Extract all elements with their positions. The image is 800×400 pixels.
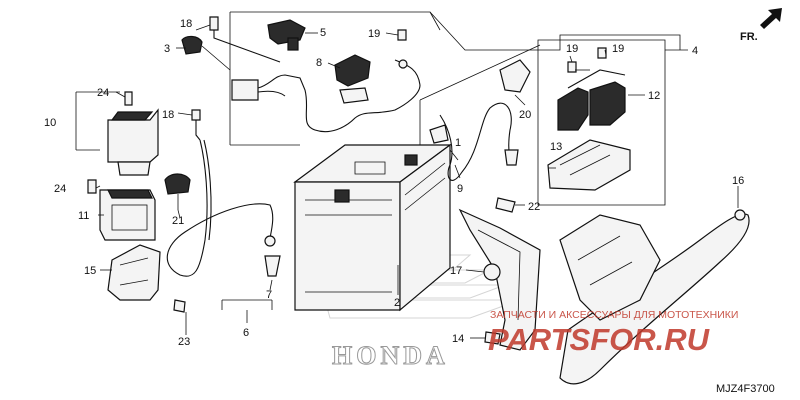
diagram-code: MJZ4F3700	[716, 383, 775, 395]
callout-24b: 24	[54, 183, 66, 195]
callout-15: 15	[84, 265, 96, 277]
partsfor-watermark: ЗАПЧАСТИ И АКСЕССУАРЫ ДЛЯ МОТОТЕХНИКИ PA…	[488, 309, 738, 357]
battery-cable-9	[429, 102, 519, 181]
callout-6: 6	[243, 327, 249, 339]
callout-8: 8	[316, 57, 322, 69]
battery-bracket-15	[107, 244, 186, 313]
group-outlines	[75, 11, 688, 310]
callout-9: 9	[457, 183, 463, 195]
callout-14: 14	[452, 333, 464, 345]
callout-18b: 18	[162, 109, 174, 121]
callout-19a: 19	[368, 28, 380, 40]
callout-19b: 19	[566, 43, 578, 55]
callout-13: 13	[550, 141, 562, 153]
callout-24a: 24	[97, 87, 109, 99]
leader-lines	[95, 24, 739, 339]
watermark-site: PARTSFOR.RU	[488, 322, 711, 357]
frame-clamp-group	[458, 59, 541, 351]
callout-1: 1	[455, 137, 461, 149]
honda-brand-text: HONDA	[332, 341, 449, 370]
callout-7: 7	[266, 289, 272, 301]
callout-2: 2	[394, 297, 400, 309]
battery-cable-6	[166, 139, 281, 277]
starter-relay-group	[181, 16, 421, 133]
callout-5: 5	[320, 27, 326, 39]
callout-16: 16	[732, 175, 744, 187]
direction-label: FR.	[740, 31, 758, 43]
battery-part-2	[293, 143, 452, 312]
callout-21: 21	[172, 215, 184, 227]
callout-23: 23	[178, 336, 190, 348]
direction-indicator: FR.	[740, 8, 782, 43]
callout-17: 17	[450, 265, 462, 277]
callout-4: 4	[692, 45, 698, 57]
fuse-box-group	[87, 91, 201, 241]
direction-arrow-icon	[760, 8, 782, 29]
callout-18a: 18	[180, 18, 192, 30]
callout-labels: 1 2 3 4 5 6 7 8 9 10 11 12 13 14 15 16 1…	[44, 18, 744, 348]
callout-22: 22	[528, 201, 540, 213]
callout-3: 3	[164, 43, 170, 55]
callout-10: 10	[44, 117, 56, 129]
callout-12: 12	[648, 90, 660, 102]
side-cover-16	[559, 209, 750, 385]
battery-box-terminals	[547, 47, 631, 191]
callout-20: 20	[519, 109, 531, 121]
watermark-tagline: ЗАПЧАСТИ И АКСЕССУАРЫ ДЛЯ МОТОТЕХНИКИ	[490, 309, 738, 321]
callout-19c: 19	[612, 43, 624, 55]
callout-11: 11	[78, 210, 89, 222]
